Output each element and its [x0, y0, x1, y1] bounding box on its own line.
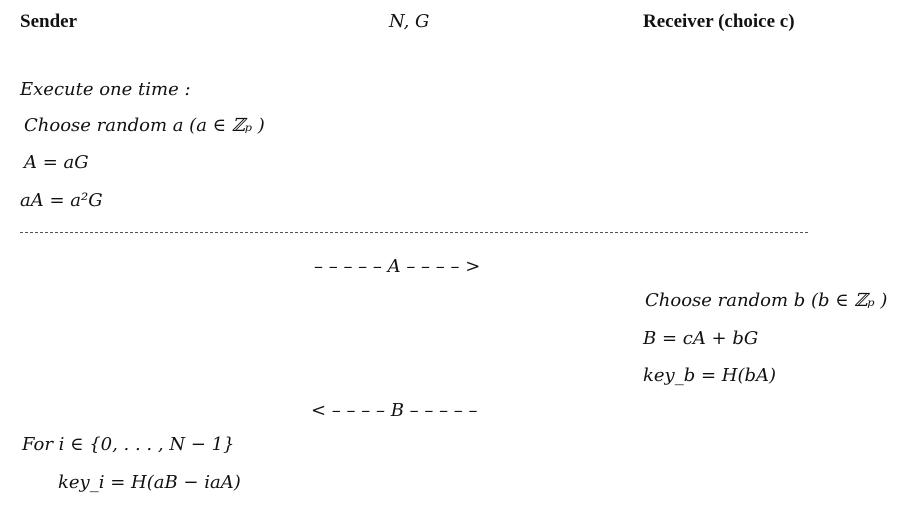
for-loop-line: For i ∈ {0, . . . , N − 1} [22, 434, 235, 455]
section-divider [20, 232, 808, 233]
equation-key-b: key_b = H(bA) [643, 365, 777, 386]
choose-random-b: Choose random b (b ∈ ℤₚ ) [645, 290, 888, 311]
public-params: N, G [389, 11, 430, 32]
equation-key-i: key_i = H(aB − iaA) [58, 472, 241, 493]
equation-A: A = aG [24, 152, 89, 173]
sender-heading: Sender [20, 11, 77, 32]
choose-random-a: Choose random a (a ∈ ℤₚ ) [24, 115, 265, 136]
receiver-heading: Receiver (choice c) [643, 11, 795, 32]
execute-once-label: Execute one time : [20, 79, 191, 100]
equation-aA: aA = a²G [20, 190, 103, 211]
message-A-arrow: – – – – – A – – – – > [314, 256, 481, 277]
message-B-arrow: < – – – – B – – – – – [311, 400, 478, 421]
equation-B: B = cA + bG [643, 328, 759, 349]
